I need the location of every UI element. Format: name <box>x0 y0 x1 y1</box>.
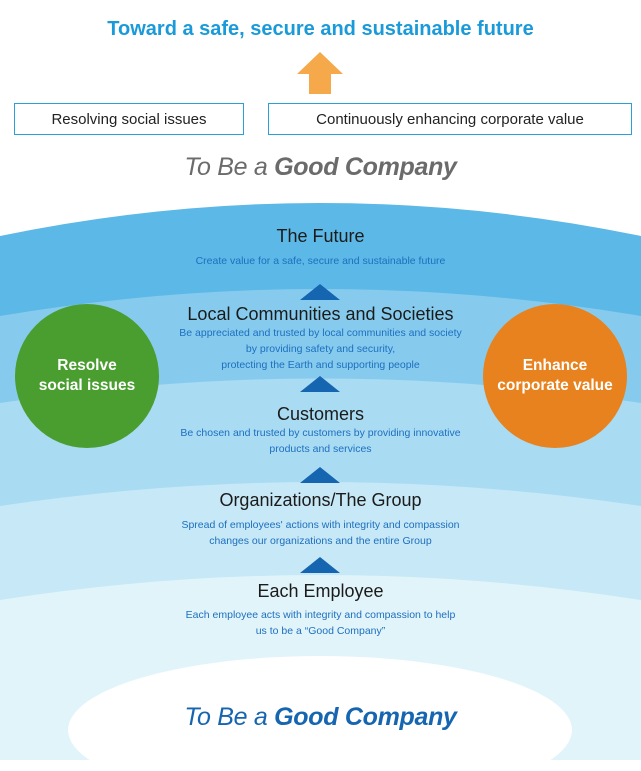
motto-top: To Be a Good Company <box>0 153 641 182</box>
motto-emphasis: Good Company <box>274 703 457 731</box>
layer-desc-employee: Each employee acts with integrity and co… <box>100 607 541 639</box>
enhance-circle-label: Enhance corporate value <box>483 356 627 396</box>
layer-title-organizations: Organizations/The Group <box>219 490 422 510</box>
layer-arrow-2 <box>300 376 340 392</box>
layer-arrow-4 <box>300 557 340 573</box>
motto-emphasis: Good Company <box>274 153 457 181</box>
layer-desc-line: changes our organizations and the entire… <box>209 535 432 547</box>
motto-bottom: To Be a Good Company <box>0 703 641 732</box>
resolve-circle-label: Resolve social issues <box>15 356 159 396</box>
layer-desc-line: Each employee acts with integrity and co… <box>185 609 456 621</box>
up-arrow-icon <box>297 52 343 94</box>
layer-arrow-1 <box>300 284 340 300</box>
layer-title-future: The Future <box>276 226 365 246</box>
enhance-circle <box>483 304 627 448</box>
motto-prefix: To Be a <box>184 153 275 181</box>
layer-desc-line: protecting the Earth and supporting peop… <box>221 359 420 371</box>
core-ellipse <box>68 656 572 771</box>
resolve-circle <box>15 304 159 448</box>
enhancing-corporate-value-box: Continuously enhancing corporate value <box>268 103 632 135</box>
layer-desc-customers: Be chosen and trusted by customers by pr… <box>100 425 541 457</box>
layer-desc-line: Create value for a safe, secure and sust… <box>195 255 446 267</box>
resolve-line-2: social issues <box>38 377 136 394</box>
layer-desc-organizations: Spread of employees' actions with integr… <box>100 517 541 549</box>
layer-desc-line: Be chosen and trusted by customers by pr… <box>180 427 461 439</box>
headline: Toward a safe, secure and sustainable fu… <box>107 18 534 40</box>
layer-title-employee: Each Employee <box>257 581 384 601</box>
layer-desc-line: Be appreciated and trusted by local comm… <box>179 327 462 339</box>
layer-desc-line: Spread of employees' actions with integr… <box>181 519 460 531</box>
layer-desc-line: us to be a “Good Company” <box>255 625 386 637</box>
resolving-social-issues-box: Resolving social issues <box>14 103 244 135</box>
layer-desc-communities: Be appreciated and trusted by local comm… <box>100 325 541 373</box>
resolve-line-1: Resolve <box>57 357 117 374</box>
layer-desc-line: products and services <box>269 443 372 455</box>
layer-title-communities: Local Communities and Societies <box>187 304 454 324</box>
enhance-line-2: corporate value <box>497 377 613 394</box>
layer-desc-future: Create value for a safe, secure and sust… <box>100 253 541 269</box>
motto-prefix: To Be a <box>184 703 275 731</box>
layer-title-customers: Customers <box>276 404 365 424</box>
layer-arrow-3 <box>300 467 340 483</box>
layer-desc-line: by providing safety and security, <box>245 343 396 355</box>
bottom-strip <box>0 760 641 771</box>
enhance-line-1: Enhance <box>522 357 588 374</box>
